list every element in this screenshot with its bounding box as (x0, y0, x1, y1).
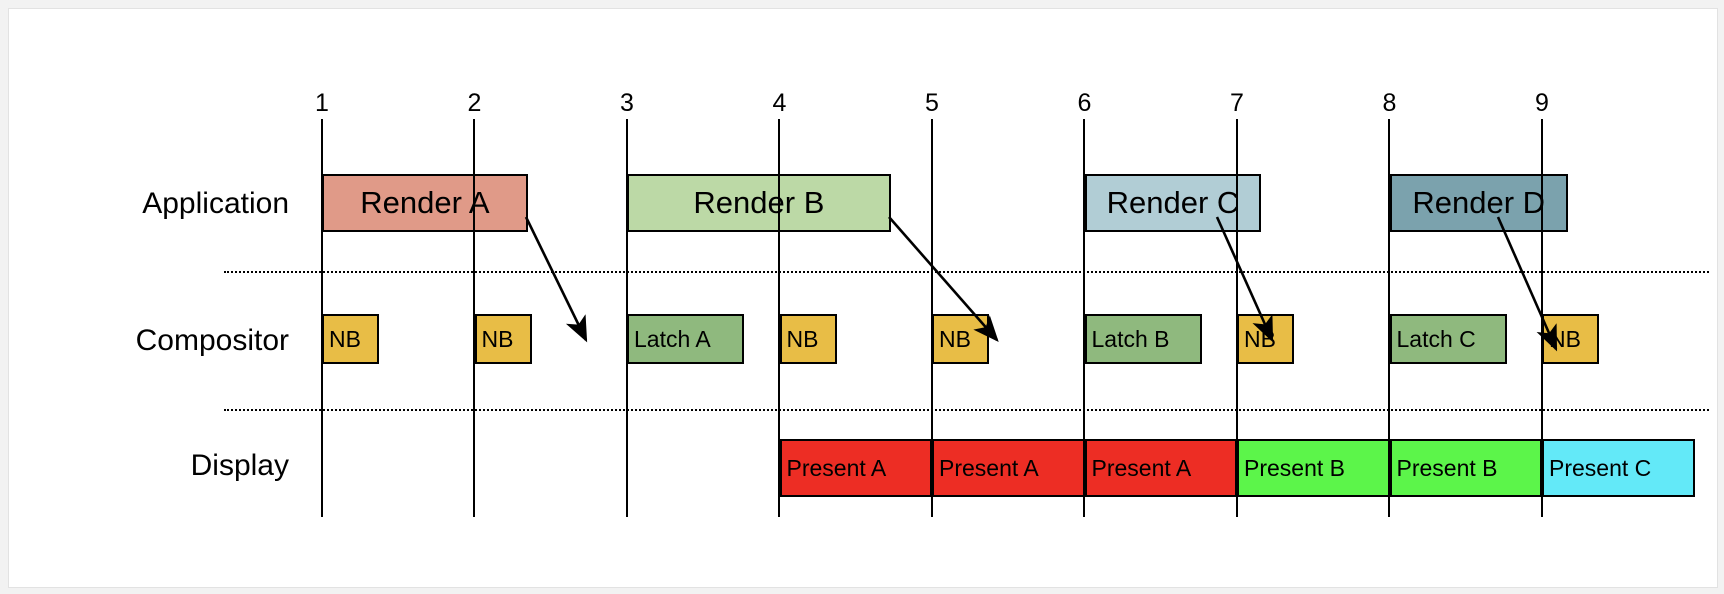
compositor-block-no-buffer-1[interactable]: NB (322, 314, 379, 364)
divider-bottom (224, 409, 1709, 411)
display-block-present-a-3[interactable]: Present A (1084, 439, 1237, 497)
display-block-present-a-1[interactable]: Present A (779, 439, 932, 497)
tick-label-7: 7 (1230, 89, 1244, 117)
display-block-present-b-5[interactable]: Present B (1389, 439, 1542, 497)
compositor-block-no-buffer-4[interactable]: NB (779, 314, 837, 364)
tick-label-6: 6 (1077, 89, 1092, 117)
row-label-display: Display (190, 449, 289, 482)
tick-label-5: 5 (925, 89, 939, 117)
arrow-layer (524, 216, 1558, 352)
tick-line-6 (1083, 119, 1086, 517)
tick-line-9 (1540, 119, 1543, 517)
row-label-application: Application (142, 187, 289, 220)
tick-label-4: 4 (772, 89, 787, 117)
compositor-block-no-buffer-2[interactable]: NB (474, 314, 532, 364)
tick-line-4 (778, 119, 781, 517)
tick-label-2: 2 (467, 89, 482, 117)
compositor-block-latch-6[interactable]: Latch B (1084, 314, 1202, 364)
application-block-render-a[interactable]: Render A (322, 174, 528, 232)
tick-line-1 (320, 119, 323, 517)
tick-line-7 (1235, 119, 1238, 517)
display-block-present-c-6[interactable]: Present C (1542, 439, 1695, 497)
tick-label-3: 3 (620, 89, 634, 117)
row-label-compositor: Compositor (135, 324, 289, 357)
compositor-block-no-buffer-9[interactable]: NB (1542, 314, 1599, 364)
compositor-block-latch-8[interactable]: Latch C (1389, 314, 1507, 364)
compositor-block-latch-3[interactable]: Latch A (627, 314, 744, 364)
compositor-block-no-buffer-5[interactable]: NB (932, 314, 989, 364)
application-block-render-b[interactable]: Render B (627, 174, 891, 232)
compositor-block-no-buffer-7[interactable]: NB (1237, 314, 1294, 364)
render-a-to-latch-a (524, 216, 588, 343)
tick-label-9: 9 (1535, 89, 1549, 117)
display-block-present-b-4[interactable]: Present B (1237, 439, 1390, 497)
display-block-present-a-2[interactable]: Present A (932, 439, 1085, 497)
divider-top (224, 271, 1709, 273)
tick-line-8 (1388, 119, 1391, 517)
tick-line-2 (473, 119, 476, 517)
tick-line-3 (625, 119, 628, 517)
tick-label-8: 8 (1382, 89, 1397, 117)
application-block-render-d[interactable]: Render D (1389, 174, 1568, 232)
tick-line-5 (930, 119, 933, 517)
tick-label-1: 1 (315, 89, 329, 117)
